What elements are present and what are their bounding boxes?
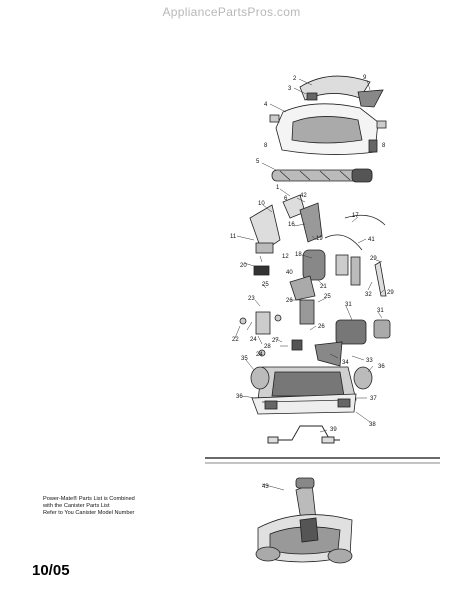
base-assembly <box>250 366 373 415</box>
callout-36a: 35 <box>241 356 248 362</box>
callout-36b: 36 <box>378 364 385 370</box>
callout-9: 9 <box>363 75 367 81</box>
callout-8b: 8 <box>382 143 386 149</box>
callout-35: 34 <box>342 360 349 366</box>
callout-1: 1 <box>276 185 280 191</box>
callout-13: 16 <box>288 222 295 228</box>
callout-28: 28 <box>264 344 271 350</box>
callout-2: 2 <box>293 76 297 82</box>
callout-15: 18 <box>295 252 302 258</box>
callout-40: 40 <box>286 270 293 276</box>
revision-date: 10/05 <box>32 562 70 579</box>
callout-27: 27 <box>272 338 279 344</box>
nozzle-body <box>269 103 387 155</box>
power-mate-assembled <box>255 477 353 564</box>
callout-22: 25 <box>262 282 269 288</box>
callout-43: 43 <box>262 484 269 490</box>
callout-39: 39 <box>330 427 337 433</box>
callout-42: 42 <box>300 193 307 199</box>
callout-25: 25 <box>324 294 331 300</box>
callout-11: 11 <box>230 234 237 240</box>
callout-8a: 8 <box>264 143 268 149</box>
callout-37a: 36 <box>236 394 243 400</box>
parts-list-note: Power-Mate® Parts List is Combined with … <box>43 496 135 518</box>
callout-34: 33 <box>366 358 373 364</box>
callout-37b: 37 <box>370 396 377 402</box>
callout-31: 31 <box>345 302 352 308</box>
section-divider <box>205 457 440 464</box>
callout-16: 19 <box>316 236 323 242</box>
callout-12a: 12 <box>282 254 289 260</box>
callout-21: 24 <box>250 337 257 343</box>
leader-lines <box>234 78 385 491</box>
callout-26: 26 <box>318 324 325 330</box>
hood-cover <box>299 75 384 108</box>
callout-20: 23 <box>248 296 255 302</box>
note-line-1: Power-Mate® Parts List is Combined <box>43 496 135 502</box>
callout-10: 10 <box>258 201 265 207</box>
callout-33: 32 <box>365 292 372 298</box>
callout-41: 41 <box>368 237 375 243</box>
callout-17: 20 <box>240 263 247 269</box>
callout-30: 29 <box>387 290 394 296</box>
callout-3: 3 <box>288 86 292 92</box>
callout-5: 5 <box>256 159 260 165</box>
site-watermark: AppliancePartsPros.com <box>162 5 301 19</box>
callout-6: 6 <box>284 196 288 202</box>
motor-parts <box>239 194 391 367</box>
brush-roll <box>271 168 373 183</box>
callout-38: 38 <box>369 422 376 428</box>
callout-24: 24 <box>256 352 263 358</box>
callout-18: 21 <box>320 284 327 290</box>
callout-4: 4 <box>264 102 268 108</box>
callout-29: 29 <box>370 256 377 262</box>
callout-labels: 2 3 4 9 8 8 5 1 42 6 10 17 16 11 19 41 1… <box>230 75 394 490</box>
callout-14: 17 <box>352 213 359 219</box>
wheel-axle <box>267 425 340 444</box>
callout-23: 26 <box>286 298 293 304</box>
callout-19: 22 <box>232 337 239 343</box>
note-line-2: with the Canister Parts List <box>43 503 110 510</box>
callout-32: 31 <box>377 308 384 314</box>
note-line-3: Refer to You Canister Model Number <box>43 510 135 517</box>
